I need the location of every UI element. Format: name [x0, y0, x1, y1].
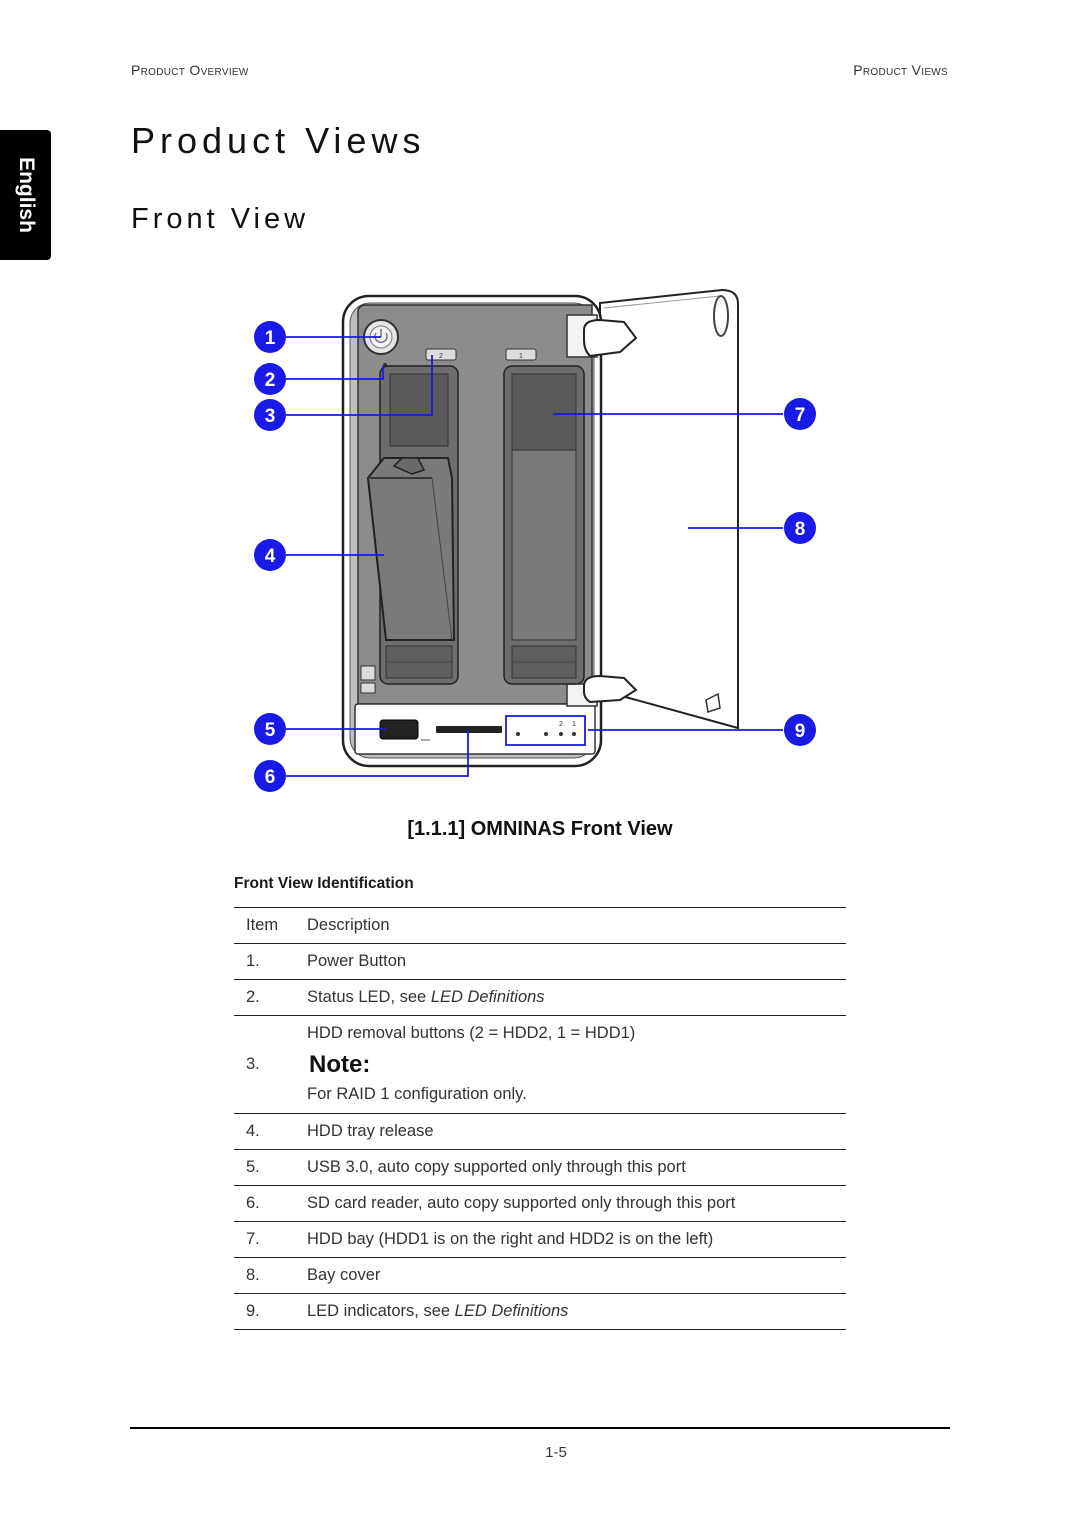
callout-9: 9 [784, 714, 816, 746]
language-tab: English [0, 130, 51, 260]
callout-6: 6 [254, 760, 286, 792]
svg-text:3: 3 [265, 406, 276, 427]
callout-1: 1 [254, 321, 286, 353]
table-row: 2. Status LED, see LED Definitions [234, 979, 846, 1016]
hdd-removal-buttons: 2 1 [425, 348, 537, 361]
table-row: 9. LED indicators, see LED Definitions [234, 1292, 846, 1330]
svg-text:7: 7 [795, 405, 806, 426]
svg-text:6: 6 [265, 767, 276, 788]
callout-lines [286, 336, 783, 777]
svg-text:9: 9 [795, 721, 806, 742]
svg-text:2: 2 [265, 370, 276, 391]
page-number: 1-5 [545, 1444, 567, 1461]
led-indicators: 2 1 [516, 721, 576, 736]
section-title: Front View [131, 203, 310, 235]
callout-4: 4 [254, 539, 286, 571]
table-row: 8. Bay cover [234, 1256, 846, 1294]
bay-label-2: 2 [439, 353, 443, 360]
note-title: Note: [309, 1050, 371, 1078]
bay-cover [599, 288, 739, 730]
table-header-row: Item Description [234, 907, 846, 944]
running-header-left: Product Overview [131, 62, 249, 78]
svg-text:4: 4 [265, 546, 276, 567]
svg-text:5: 5 [265, 720, 276, 741]
hdd-bay-right [503, 365, 585, 685]
header-item: Item [234, 907, 306, 944]
table-title: Front View Identification [234, 875, 414, 892]
callout-8: 8 [784, 512, 816, 544]
page-title: Product Views [131, 120, 426, 161]
footer-rule [130, 1427, 950, 1429]
led-label-1: 1 [572, 721, 576, 728]
front-view-identification-table: Item Description 1. Power Button 2. Stat… [234, 907, 846, 1330]
bay-label-1: 1 [519, 353, 523, 360]
hdd-tray [366, 457, 456, 641]
table-row: 5. USB 3.0, auto copy supported only thr… [234, 1148, 846, 1186]
sd-card-slot [436, 726, 502, 733]
running-header-right: Product Views [853, 62, 948, 78]
hinge-top [566, 314, 638, 358]
callout-5: 5 [254, 713, 286, 745]
figure-caption: [1.1.1] OMNINAS Front View [407, 818, 673, 840]
table-row: 3. HDD removal buttons (2 = HDD2, 1 = HD… [234, 1015, 846, 1114]
callout-7: 7 [784, 398, 816, 430]
callout-2: 2 [254, 363, 286, 395]
svg-text:8: 8 [795, 519, 806, 540]
table-row: 6. SD card reader, auto copy supported o… [234, 1184, 846, 1222]
led-label-2: 2 [559, 721, 563, 728]
table-row: 4. HDD tray release [234, 1112, 846, 1150]
svg-text:1: 1 [265, 328, 276, 349]
header-description: Description [306, 907, 846, 944]
table-row: 1. Power Button [234, 943, 846, 980]
note-text: For RAID 1 configuration only. [307, 1084, 527, 1103]
led-definitions-link[interactable]: LED Definitions [430, 988, 545, 1006]
callout-3: 3 [254, 399, 286, 431]
front-view-diagram: 2 1 2 1 [254, 288, 816, 792]
table-row: 7. HDD bay (HDD1 is on the right and HDD… [234, 1220, 846, 1258]
hinge-bottom [566, 674, 638, 707]
led-definitions-link[interactable]: LED Definitions [454, 1301, 569, 1320]
